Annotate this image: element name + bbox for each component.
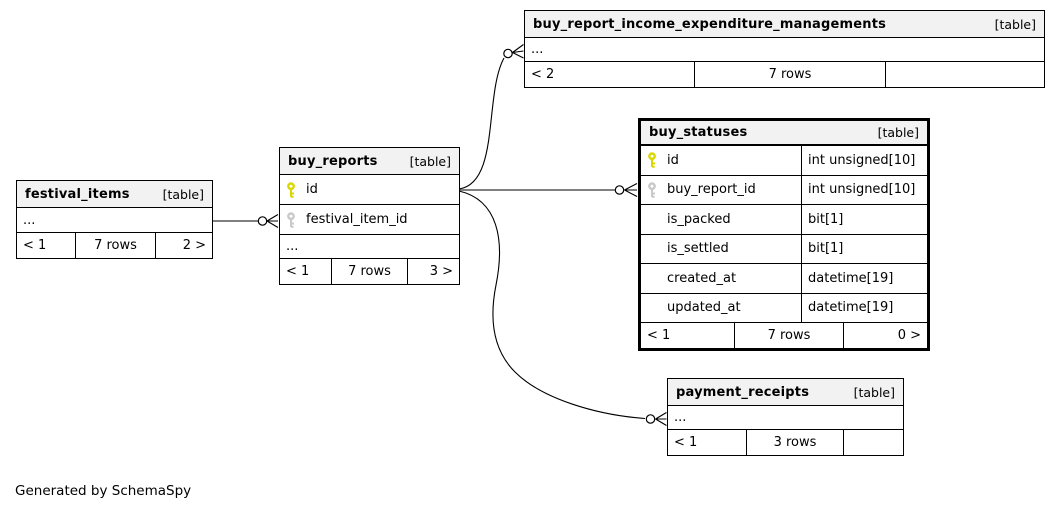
table-type-badge: [table]	[162, 186, 204, 202]
foreign-key-icon	[287, 211, 295, 228]
column-type: int unsigned[10]	[801, 146, 927, 175]
table-type-badge: [table]	[409, 153, 451, 169]
table-footer: < 1 7 rows 0 >	[641, 323, 927, 348]
column-name: is_packed	[667, 211, 731, 227]
children-count	[886, 62, 1044, 87]
table-title: buy_statuses	[649, 125, 748, 140]
relationship-buy_reports-buy_report_income_expenditure_managements	[458, 44, 524, 190]
table-footer: < 2 7 rows	[525, 62, 1044, 87]
column-type: bit[1]	[801, 205, 927, 234]
column-row: id	[280, 175, 459, 205]
column-name: created_at	[667, 270, 737, 286]
hidden-columns-ellipsis: ...	[17, 208, 212, 233]
column-type: datetime[19]	[801, 264, 927, 293]
table-header: festival_items [table]	[17, 181, 212, 208]
hidden-columns-ellipsis: ...	[280, 235, 459, 259]
children-count: 0 >	[897, 328, 921, 343]
parents-count: < 1	[286, 264, 310, 279]
relationship-buy_reports-payment_receipts	[458, 190, 667, 426]
table-header: payment_receipts [table]	[668, 379, 903, 406]
column-name: buy_report_id	[667, 182, 756, 198]
table-title: buy_reports	[288, 153, 378, 169]
table-footer: < 1 7 rows 2 >	[17, 233, 212, 258]
table-node-buy_report_income_expenditure_managements[interactable]: buy_report_income_expenditure_management…	[524, 10, 1045, 88]
table-type-badge: [table]	[994, 16, 1036, 32]
relationship-buy_reports-buy_statuses	[459, 183, 638, 197]
table-title: festival_items	[25, 186, 130, 202]
primary-key-icon	[648, 152, 656, 168]
parents-count: < 2	[531, 67, 555, 82]
row-count: 7 rows	[694, 62, 886, 87]
table-footer: < 1 3 rows	[668, 430, 903, 455]
hidden-columns-ellipsis: ...	[525, 38, 1044, 62]
children-count: 3 >	[429, 264, 453, 279]
column-name: festival_item_id	[306, 212, 408, 227]
relationship-festival_items-buy_reports	[213, 214, 279, 228]
column-row: buy_report_id int unsigned[10]	[641, 175, 927, 205]
column-row: festival_item_id	[280, 205, 459, 235]
children-count: 2 >	[182, 238, 206, 253]
row-count: 7 rows	[734, 323, 844, 348]
column-row: id int unsigned[10]	[641, 146, 927, 176]
table-header: buy_report_income_expenditure_management…	[525, 11, 1044, 38]
table-footer: < 1 7 rows 3 >	[280, 259, 459, 284]
column-name: id	[306, 182, 318, 197]
table-node-buy_reports[interactable]: buy_reports [table] id festival_item_id …	[279, 147, 460, 285]
table-type-badge: [table]	[877, 125, 919, 140]
table-header: buy_reports [table]	[280, 148, 459, 175]
column-name: id	[667, 152, 679, 168]
column-name: is_settled	[667, 241, 729, 257]
column-row: updated_at datetime[19]	[641, 293, 927, 323]
parents-count: < 1	[647, 328, 671, 343]
column-row: is_settled bit[1]	[641, 234, 927, 264]
table-node-festival_items[interactable]: festival_items [table] ... < 1 7 rows 2 …	[16, 180, 213, 259]
parents-count: < 1	[23, 238, 47, 253]
column-type: int unsigned[10]	[801, 175, 927, 204]
table-header: buy_statuses [table]	[641, 121, 927, 146]
table-title: buy_report_income_expenditure_management…	[533, 16, 887, 32]
table-node-payment_receipts[interactable]: payment_receipts [table] ... < 1 3 rows	[667, 378, 904, 456]
column-row: is_packed bit[1]	[641, 205, 927, 235]
row-count: 3 rows	[746, 430, 844, 455]
table-title: payment_receipts	[676, 384, 810, 400]
children-count	[844, 430, 903, 455]
hidden-columns-ellipsis: ...	[668, 406, 903, 430]
column-name: updated_at	[667, 300, 741, 316]
column-row: created_at datetime[19]	[641, 264, 927, 294]
parents-count: < 1	[674, 435, 698, 450]
column-type: datetime[19]	[801, 293, 927, 322]
row-count: 7 rows	[331, 259, 408, 284]
generated-by-note: Generated by SchemaSpy	[15, 483, 192, 499]
table-type-badge: [table]	[853, 384, 895, 400]
row-count: 7 rows	[75, 233, 156, 258]
column-type: bit[1]	[801, 234, 927, 263]
foreign-key-icon	[648, 182, 656, 198]
table-node-buy_statuses[interactable]: buy_statuses [table] id int unsigned[10]…	[638, 118, 930, 351]
primary-key-icon	[287, 181, 295, 198]
